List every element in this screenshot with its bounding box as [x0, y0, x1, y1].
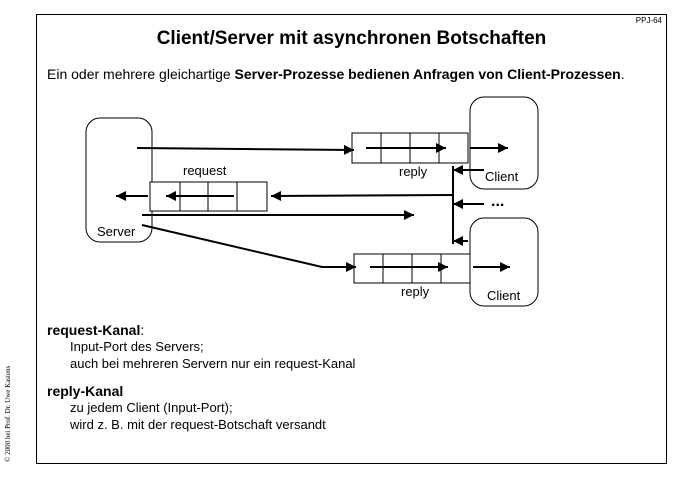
- slide-id: PPJ-64: [635, 16, 662, 25]
- reply-kanal-heading: reply-Kanal: [47, 383, 124, 399]
- reply-kanal-line-1: zu jedem Client (Input-Port);: [70, 400, 233, 415]
- server-label: Server: [97, 224, 136, 239]
- intro-bold: Server-Prozesse bedienen Anfragen von Cl…: [234, 66, 621, 82]
- client-ellipsis: ...: [491, 193, 504, 210]
- intro-suffix: .: [620, 66, 625, 82]
- request-kanal-line-2: auch bei mehreren Servern nur ein reques…: [70, 356, 356, 371]
- client-label-top: Client: [485, 169, 519, 184]
- reply-kanal-line-2: wird z. B. mit der request-Botschaft ver…: [70, 417, 326, 432]
- request-kanal-heading: request-Kanal:: [47, 322, 144, 338]
- reply-label-top: reply: [399, 164, 428, 179]
- slide-title: Client/Server mit asynchronen Botschafte…: [156, 28, 547, 49]
- request-kanal-colon: :: [140, 322, 145, 338]
- copyright-note: © 2000 bei Prof. Dr. Uwe Kastens: [4, 365, 12, 462]
- message-arrows: [116, 143, 510, 272]
- client-process-top: [469, 96, 539, 190]
- server-process: [85, 117, 153, 243]
- request-kanal-heading-text: request-Kanal: [47, 322, 141, 338]
- reply-label-bottom: reply: [401, 284, 430, 299]
- slide-frame: [36, 14, 667, 464]
- reply-channel-bottom: [353, 253, 471, 284]
- intro-prefix: Ein oder mehrere gleichartige: [47, 66, 235, 82]
- client-label-bottom: Client: [487, 288, 521, 303]
- intro-text: Ein oder mehrere gleichartige Server-Pro…: [47, 66, 625, 82]
- request-kanal-line-1: Input-Port des Servers;: [70, 339, 204, 354]
- request-label: request: [183, 163, 227, 178]
